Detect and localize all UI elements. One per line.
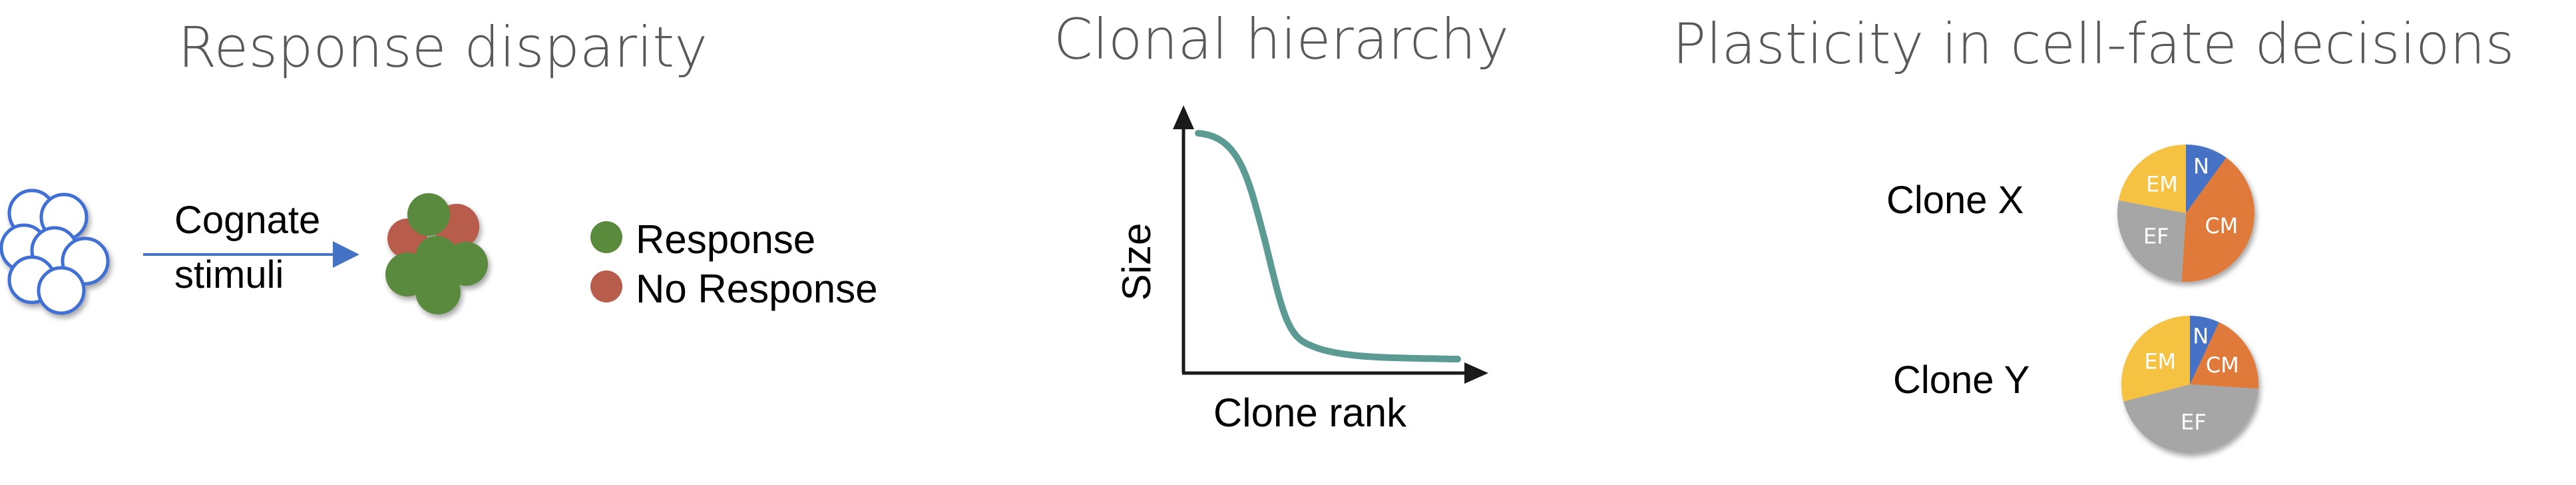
pie-slice-em [2118, 145, 2186, 213]
pie-slice-ef [2117, 200, 2186, 282]
hierarchy-title: Clonal hierarchy [1054, 7, 1509, 72]
pie-slice-ef [2123, 384, 2258, 454]
legend-swatch-no-response [590, 270, 622, 302]
plasticity-panel: Plasticity in cell-fate decisions Clone … [1673, 11, 2515, 454]
y-axis-label: Size [1114, 223, 1159, 301]
naive-cell [37, 266, 86, 315]
x-axis-label: Clone rank [1213, 390, 1407, 435]
clonal-hierarchy-panel: Clonal hierarchy Size Clone rank [1054, 7, 1509, 435]
response-cell [415, 269, 461, 314]
response-disparity-panel: Response disparity Cognate stimuli [0, 15, 878, 315]
pie-slice-em [2121, 316, 2190, 402]
pie-slice-label-cm: CM [2205, 213, 2238, 239]
response-title: Response disparity [178, 15, 708, 80]
x-axis-arrowhead [1464, 362, 1488, 384]
pie-clone-y: N CM EF EM [2121, 316, 2258, 454]
y-axis-arrowhead [1173, 105, 1194, 129]
response-legend: Response No Response [590, 217, 878, 311]
clone-size-curve [1195, 130, 1461, 362]
pie-slice-label-ef: EF [2143, 224, 2169, 249]
pie-clone-x: N CM EF EM [2117, 145, 2255, 282]
legend-swatch-response [590, 221, 622, 253]
plasticity-title: Plasticity in cell-fate decisions [1673, 11, 2515, 77]
pie-slice-label-ef: EF [2181, 409, 2207, 434]
naive-cell-cluster [0, 189, 110, 315]
pie-slice-cm [2190, 322, 2258, 389]
pie-slice-label-cm: CM [2206, 352, 2239, 378]
pie-slice-label-n: N [2193, 153, 2209, 179]
clone-y-label: Clone Y [1893, 358, 2030, 402]
response-cell [444, 242, 488, 286]
stimulated-cell-cluster [385, 193, 488, 314]
pie-slice-label-em: EM [2146, 171, 2178, 197]
pie-slice-label-n: N [2193, 324, 2209, 349]
arrow-label-top: Cognate [174, 199, 320, 242]
pie-slice-n [2190, 316, 2219, 384]
arrow-label-bottom: stimuli [174, 253, 284, 296]
clone-x-label: Clone X [1886, 179, 2024, 222]
pie-slice-n [2186, 145, 2227, 213]
response-cell [407, 193, 450, 236]
pie-slice-label-em: EM [2144, 348, 2176, 374]
legend-label-no-response: No Response [636, 266, 878, 311]
legend-label-response: Response [636, 217, 815, 262]
pie-slice-cm [2181, 157, 2255, 282]
